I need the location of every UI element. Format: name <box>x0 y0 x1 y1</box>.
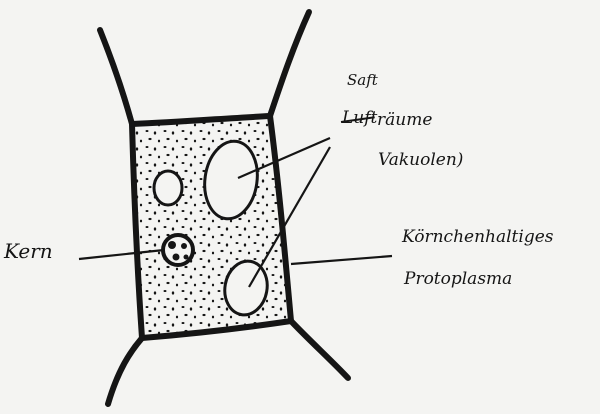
cell-texture <box>132 116 291 338</box>
label-saft-correction: Saft <box>347 71 378 89</box>
leader-vakuole-upper <box>237 136 331 180</box>
large-vacuole <box>203 139 259 221</box>
small-vacuole <box>152 169 184 207</box>
neighbor-wall-bottom-left <box>105 335 145 407</box>
neighbor-wall-bottom-right <box>288 318 351 381</box>
neighbor-wall-top-left <box>97 27 135 127</box>
label-kern: Kern <box>4 239 53 263</box>
neighbor-wall-top-right <box>267 9 312 119</box>
leader-vakuole-lower <box>248 146 331 288</box>
leader-kern <box>78 248 165 261</box>
leader-protoplasma <box>290 254 393 266</box>
label-kornig-line2: Protoplasma <box>404 269 513 289</box>
label-raume: räume <box>377 110 433 130</box>
label-kornig-line1: Körnchenhaltiges <box>402 227 554 247</box>
label-vakuolen: Vakuolen) <box>378 150 464 170</box>
leader-lines <box>78 136 393 288</box>
nucleus <box>161 233 195 267</box>
